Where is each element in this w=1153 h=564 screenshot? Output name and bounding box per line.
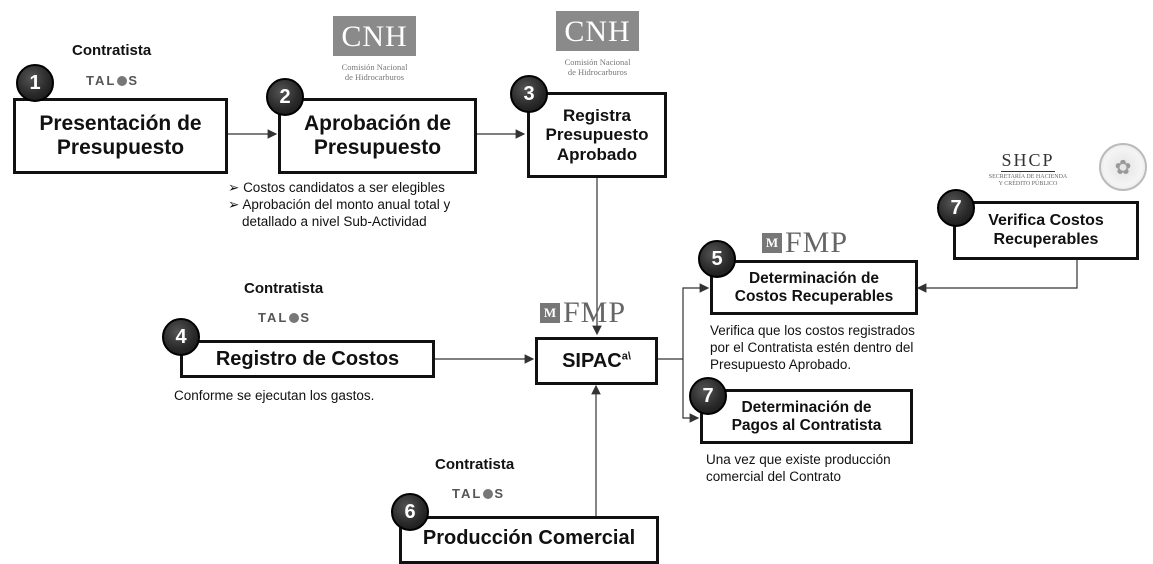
arrow-sipac-to-7b (682, 359, 700, 423)
cnh-logo-2-sub1: Comisión Nacional (564, 57, 631, 67)
fmp-logo-5: M FMP (762, 226, 848, 260)
step-3-line3: Aprobado (556, 144, 638, 164)
fmp-logo-sipac-text: FMP (563, 296, 627, 329)
step-4-line1: Registro de Costos (215, 347, 400, 370)
step-7b-badge: 7 (689, 377, 727, 415)
sipac-label: SIPAC (562, 349, 622, 372)
contractor-label-4: Contratista (244, 280, 324, 297)
step-4-badge: 4 (162, 318, 200, 356)
step-2-line1: Aprobación de (303, 111, 451, 135)
step-3-line1: Registra (562, 105, 631, 125)
sipac-box: SIPACa\ (535, 337, 658, 385)
arrow-sipac-to-5 (658, 283, 710, 360)
step-7a-line2: Recuperables (993, 230, 1099, 248)
step-7a-line1: Verifica Costos (988, 212, 1104, 230)
cnh-logo-1-sub1: Comisión Nacional (341, 62, 408, 72)
shcp-logo-sub2: Y CRÉDITO PÚBLICO (998, 181, 1058, 187)
pagos-note-line1: Una vez que existe producción (706, 452, 891, 467)
step-5-line2: Costos Recuperables (734, 287, 894, 305)
cnh-logo-2-sub2: de Hidrocarburos (567, 67, 628, 77)
approval-bullet-3: detallado a nivel Sub-Actividad (242, 214, 427, 229)
approval-bullet-2: ➢ Aprobación del monto anual total y (228, 197, 451, 212)
fmp-logo-5-text: FMP (785, 226, 849, 259)
approval-notes: ➢ Costos candidatos a ser elegibles ➢ Ap… (228, 179, 450, 230)
sipac-footnote: a\ (621, 349, 631, 362)
step-4-box: Registro de Costos (180, 340, 435, 378)
step-6-line1: Producción Comercial (422, 527, 636, 549)
arrow-6-to-sipac (541, 384, 601, 519)
pagos-note-line2: comercial del Contrato (706, 469, 842, 484)
step-2-badge: 2 (266, 78, 304, 116)
mexico-seal-icon: ✿ (1099, 143, 1147, 191)
step-1-line2: Presupuesto (56, 136, 185, 159)
cnh-logo-1-sub2: de Hidrocarburos (344, 72, 405, 82)
cnh-logo-1-abbr: CNH (333, 16, 416, 56)
step-1-badge: 1 (16, 64, 54, 102)
verifica-note-line2: por el Contratista estén dentro del (710, 340, 914, 355)
step-6-badge: 6 (391, 493, 429, 531)
step-3-line2: Presupuesto (545, 125, 649, 145)
cnh-logo-2-abbr: CNH (556, 11, 639, 51)
approval-bullet-1: ➢ Costos candidatos a ser elegibles (228, 180, 445, 195)
connector-arrows (228, 129, 1078, 519)
pagos-note: Una vez que existe producción comercial … (706, 451, 891, 485)
fmp-logo-sipac: M FMP (540, 296, 626, 330)
fmp-logo-5-icon: M (762, 233, 782, 253)
step-5-line1: Determinación de (748, 269, 880, 287)
step-1-line1: Presentación de (39, 111, 202, 135)
step-6-box: Producción Comercial (399, 516, 659, 564)
verifica-note: Verifica que los costos registrados por … (710, 322, 915, 373)
arrow-7a-to-5 (916, 260, 1078, 293)
step-7b-line1: Determinación de (741, 398, 872, 416)
shcp-logo-sub1: SECRETARÍA DE HACIENDA (988, 174, 1068, 180)
verifica-note-line3: Presupuesto Aprobado. (710, 357, 852, 372)
step-5-badge: 5 (698, 240, 736, 278)
verifica-note-line1: Verifica que los costos registrados (710, 323, 915, 338)
step-3-badge: 3 (510, 75, 548, 113)
fmp-logo-sipac-icon: M (540, 303, 560, 323)
registro-note: Conforme se ejecutan los gastos. (174, 388, 375, 403)
shcp-logo-abbr: SHCP (1001, 150, 1055, 172)
contractor-label-6: Contratista (435, 456, 515, 473)
step-7a-badge: 7 (937, 189, 975, 227)
step-2-line2: Presupuesto (313, 136, 442, 159)
step-7b-line2: Pagos al Contratista (731, 416, 882, 434)
contractor-label-1: Contratista (72, 42, 152, 59)
